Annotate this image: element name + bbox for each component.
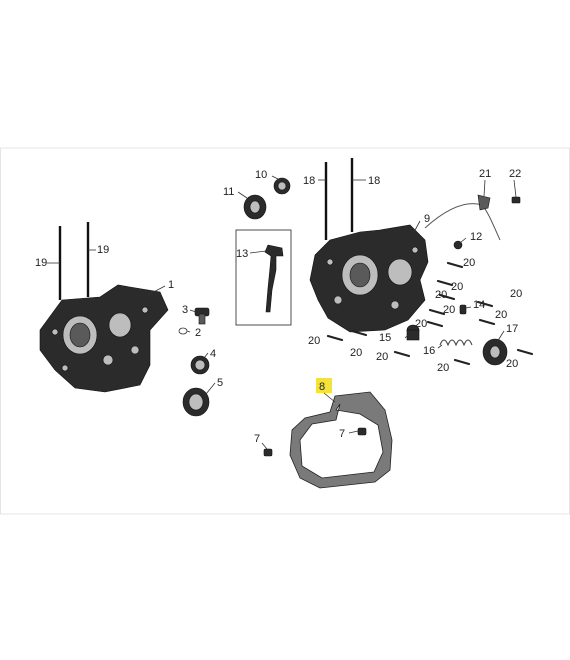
- label-8: 8: [319, 381, 325, 393]
- part-13-detail-box: [235, 229, 292, 326]
- label-20-e: 20: [415, 318, 427, 330]
- screw-part-22: [511, 196, 521, 204]
- label-20-i: 20: [350, 347, 362, 359]
- label-10: 10: [255, 169, 267, 181]
- bolts-part-20: [326, 261, 534, 366]
- label-9: 9: [424, 213, 430, 225]
- label-20-b: 20: [451, 281, 463, 293]
- label-20-j: 20: [376, 351, 388, 363]
- bearing-part-11: [243, 194, 267, 220]
- label-2: 2: [195, 327, 201, 339]
- label-20-g: 20: [495, 309, 507, 321]
- label-3: 3: [182, 304, 188, 316]
- oil-seal-part-4: [190, 355, 210, 375]
- label-20-d: 20: [443, 304, 455, 316]
- label-20-c: 20: [435, 289, 447, 301]
- label-18-right: 18: [368, 175, 380, 187]
- dowel-part-15: [406, 324, 420, 341]
- label-1: 1: [168, 279, 174, 291]
- label-7-right: 7: [339, 428, 345, 440]
- wire-part-21: [424, 203, 501, 241]
- label-20-k: 20: [437, 362, 449, 374]
- bolt-part-3: [194, 307, 210, 325]
- label-7-left: 7: [254, 433, 260, 445]
- label-4: 4: [210, 348, 216, 360]
- leader-lines: [47, 175, 517, 450]
- o-ring-part-2: [178, 327, 188, 335]
- label-5: 5: [217, 377, 223, 389]
- plug-part-14: [459, 304, 467, 315]
- spring-part-16: [439, 339, 473, 347]
- label-17: 17: [506, 323, 518, 335]
- selected-part-highlight: [316, 378, 332, 393]
- right-crankcase-half: [309, 224, 429, 333]
- label-15: 15: [379, 332, 391, 344]
- bolt-part-7-right: [357, 427, 367, 436]
- label-12: 12: [470, 231, 482, 243]
- bearing-part-10: [273, 177, 291, 195]
- label-20-l: 20: [506, 358, 518, 370]
- left-crankcase-half: [39, 284, 169, 393]
- label-11: 11: [223, 186, 234, 198]
- callout-labels: 19 19 1 3 2 4 5 7 7 8 9 10 11 12 13 14 1…: [35, 168, 522, 445]
- label-20-f: 20: [510, 288, 522, 300]
- label-18-left: 18: [303, 175, 315, 187]
- label-16: 16: [423, 345, 435, 357]
- label-13: 13: [236, 248, 248, 260]
- label-20-a: 20: [463, 257, 475, 269]
- label-21: 21: [479, 168, 491, 180]
- clip-part-21: [477, 194, 491, 211]
- cover-part-17: [482, 338, 508, 366]
- gasket-part-8: [289, 391, 393, 489]
- bolt-part-7-left: [263, 448, 273, 457]
- label-20-h: 20: [308, 335, 320, 347]
- label-22: 22: [509, 168, 521, 180]
- label-19-left: 19: [35, 257, 47, 269]
- label-19-right: 19: [97, 244, 109, 256]
- chain-guide-part-13: [264, 244, 284, 313]
- label-14: 14: [473, 299, 485, 311]
- bearing-part-5: [182, 387, 210, 417]
